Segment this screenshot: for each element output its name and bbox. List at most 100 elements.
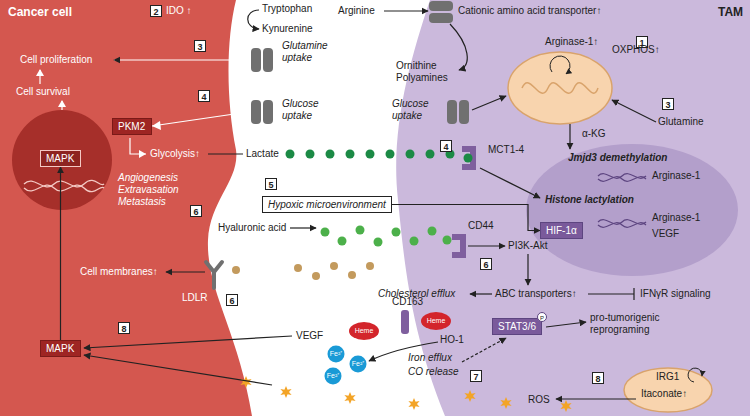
art-ellipse — [526, 144, 738, 276]
box-text: Hypoxic microenvironment — [268, 199, 386, 210]
art-circle — [464, 154, 473, 163]
label-text: IFNγR signaling — [640, 288, 711, 300]
process-box: Hypoxic microenvironment — [262, 196, 392, 213]
art-circle — [325, 368, 342, 385]
label-text: Heme — [352, 324, 376, 338]
art-path — [527, 254, 528, 285]
art-path — [556, 398, 636, 399]
art-path — [688, 368, 702, 382]
art-g — [232, 262, 374, 280]
art-path — [290, 227, 316, 228]
art-rect — [401, 310, 409, 334]
label-text: P — [537, 312, 547, 322]
art-path — [130, 138, 146, 154]
region-title: Cancer cell — [8, 5, 72, 19]
art-circle — [338, 237, 347, 246]
art-path — [84, 336, 292, 348]
art-path — [598, 223, 646, 228]
art-path — [480, 168, 540, 198]
art-circle — [326, 150, 335, 159]
art-path — [522, 83, 598, 93]
art-use — [251, 100, 273, 124]
label-text: Histone lactylation — [545, 194, 634, 206]
label-text: Cationic amino acid transporter↑ — [458, 5, 601, 17]
art-circle — [443, 236, 452, 245]
callout-number: 6 — [480, 258, 492, 270]
art-circle — [330, 262, 338, 270]
art-path — [462, 338, 506, 362]
box-text: PKM2 — [118, 121, 145, 132]
art-path — [114, 59, 248, 60]
label-text: MCT1-4 — [488, 144, 524, 156]
label-text: CD44 — [468, 220, 494, 232]
connector-arrow — [60, 167, 61, 340]
art-use — [464, 390, 475, 402]
art-circle — [426, 150, 435, 159]
art-circle — [321, 228, 330, 237]
art-use — [447, 100, 469, 124]
label-text: Glycolysis↑ — [150, 148, 200, 160]
label-text: ROS — [528, 394, 550, 406]
process-box: STAT3/6 — [492, 318, 542, 335]
art-path — [152, 121, 161, 130]
art-path — [139, 150, 146, 158]
label-text: CO release — [408, 366, 459, 378]
label-text: Jmjd3 demethylation — [568, 152, 667, 164]
art-circle — [356, 226, 365, 235]
art-circle — [366, 150, 375, 159]
art-path — [24, 180, 104, 187]
art-path — [84, 355, 272, 385]
art-path — [468, 245, 505, 246]
art-use — [280, 386, 291, 398]
label-text: CD163 — [392, 296, 423, 308]
art-path — [452, 234, 466, 258]
art-path — [24, 185, 104, 192]
label-text: Kynurenine — [262, 23, 313, 35]
art-circle — [312, 272, 320, 280]
label-text: Cell proliferation — [20, 54, 92, 66]
box-text: MAPK — [46, 153, 74, 164]
art-circle — [386, 150, 395, 159]
process-box: PKM2 — [112, 118, 152, 135]
box-text: STAT3/6 — [498, 321, 536, 332]
label-text: IDO ↑ — [166, 5, 192, 17]
label-text: Cell membranes↑ — [80, 266, 158, 278]
art-path — [248, 10, 259, 29]
label-text: Iron efflux — [408, 352, 452, 364]
art-circle — [348, 271, 356, 279]
art-use — [344, 392, 355, 404]
art-path — [612, 100, 656, 122]
label-text: Glucose uptake — [282, 98, 338, 122]
callout-number: 2 — [150, 5, 162, 17]
region-title: TAM — [718, 5, 743, 19]
art-path — [166, 271, 205, 272]
label-text: Fe²⁺ — [328, 346, 344, 362]
art-circle — [406, 150, 415, 159]
process-box: MAPK — [40, 340, 81, 357]
callout-number: 4 — [440, 140, 452, 152]
label-text: Arginase-1 — [652, 170, 700, 182]
art-circle — [428, 227, 437, 236]
region-fill — [396, 0, 750, 416]
art-circle — [286, 150, 295, 159]
label-text: Arginase-1 — [652, 212, 700, 224]
process-box: HIF-1α — [540, 222, 583, 239]
art-ellipse — [421, 312, 451, 330]
art-path — [58, 100, 66, 107]
label-text: Lactate — [246, 148, 279, 160]
callout-number: 7 — [470, 370, 482, 382]
label-text: Glutamine — [658, 116, 704, 128]
label-text: IRG1 — [656, 371, 679, 383]
label-text: Arginine — [338, 5, 375, 17]
label-text: ABC transporters↑ — [495, 288, 577, 300]
art-path — [588, 288, 634, 300]
label-text: VEGF — [652, 228, 679, 240]
art-circle — [232, 266, 240, 274]
art-circle — [410, 237, 419, 246]
region-fill — [0, 0, 252, 416]
art-g — [321, 226, 452, 247]
art-path — [550, 56, 570, 74]
art-path — [472, 96, 506, 110]
art-ellipse — [12, 110, 112, 210]
